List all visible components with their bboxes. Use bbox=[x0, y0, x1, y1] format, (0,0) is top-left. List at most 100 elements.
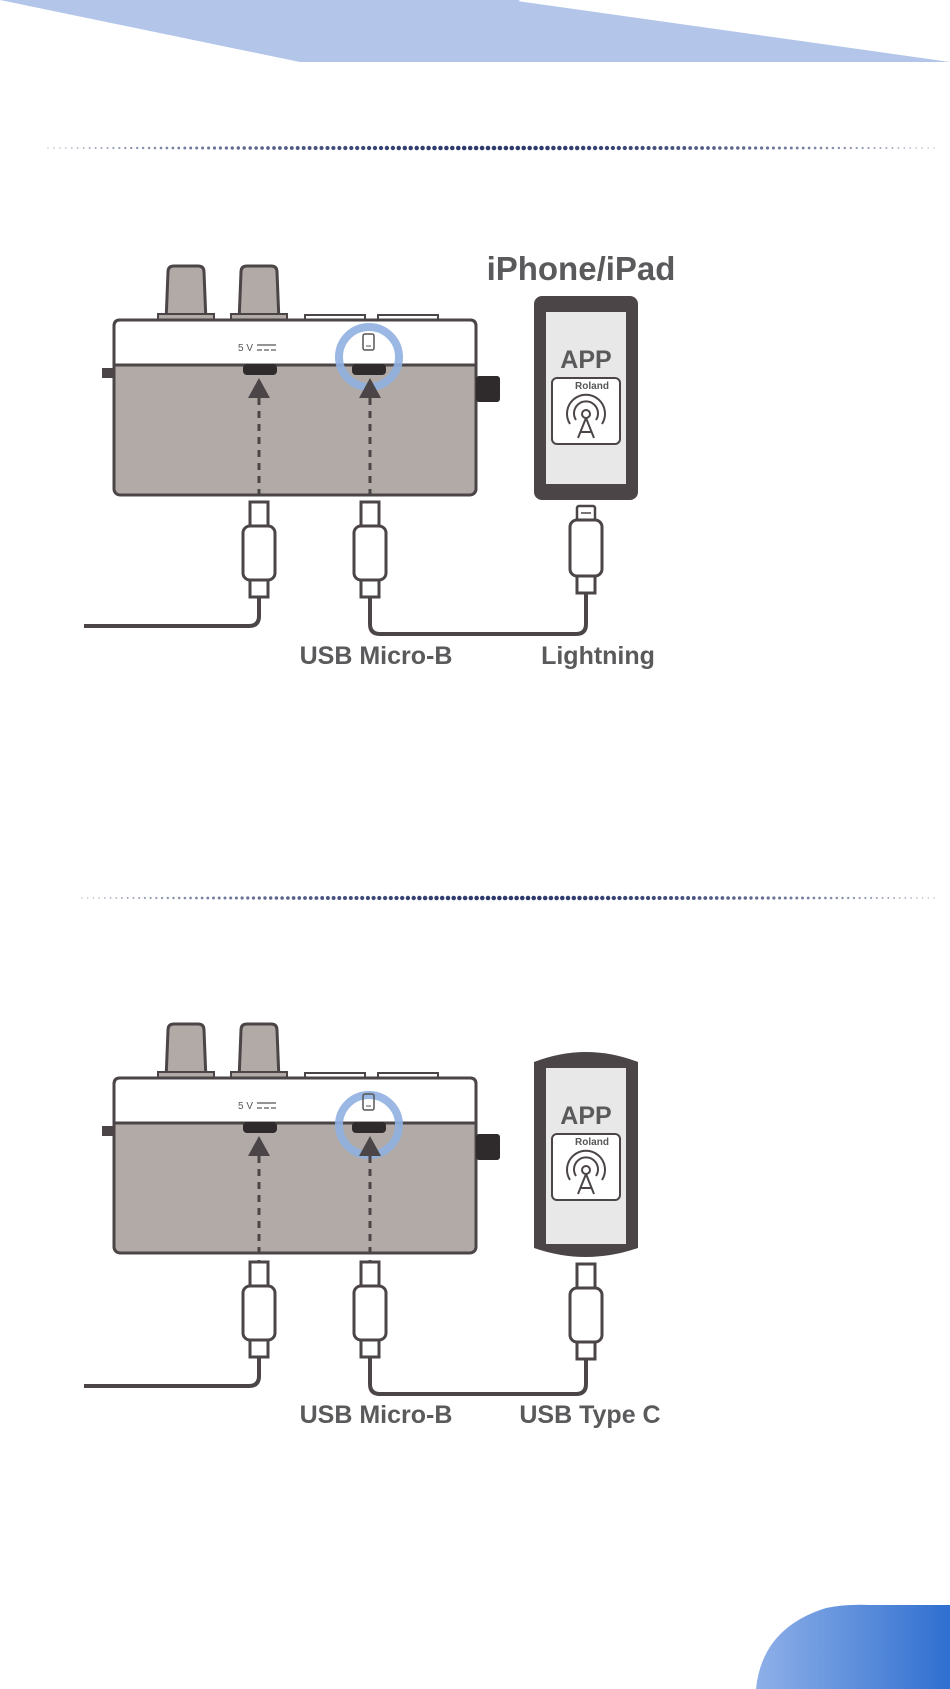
divider-dot bbox=[438, 146, 443, 151]
divider-dot bbox=[343, 896, 347, 900]
divider-dot bbox=[767, 896, 770, 899]
divider-dot bbox=[177, 147, 180, 150]
divider-dot bbox=[880, 147, 882, 149]
divider-dot bbox=[647, 146, 651, 150]
divider-dot bbox=[252, 896, 255, 899]
divider-dot bbox=[248, 146, 252, 150]
divider-dot bbox=[53, 147, 54, 148]
divider-dot bbox=[909, 147, 911, 149]
divider-dot bbox=[933, 897, 934, 898]
divider-dot bbox=[581, 146, 585, 150]
divider-dot bbox=[142, 147, 144, 149]
divider-dot bbox=[166, 147, 169, 150]
divider-dot bbox=[510, 146, 515, 151]
divider-dot bbox=[269, 896, 272, 899]
divider-dot bbox=[813, 897, 816, 900]
divider-dot bbox=[292, 896, 296, 900]
divider-dot bbox=[89, 147, 91, 149]
divider-dot bbox=[296, 146, 300, 150]
divider-dot bbox=[841, 897, 843, 899]
divider-dot bbox=[905, 897, 907, 899]
side-button-left bbox=[102, 1126, 114, 1136]
divider-dot bbox=[635, 896, 639, 900]
divider-dot bbox=[862, 147, 864, 149]
divider-dot bbox=[921, 147, 923, 149]
divider-dot bbox=[560, 896, 565, 901]
divider-dot bbox=[406, 896, 410, 900]
divider-dot bbox=[258, 896, 261, 899]
lightning-connector bbox=[570, 506, 602, 593]
divider-dot bbox=[65, 147, 67, 149]
divider-dot bbox=[314, 146, 318, 150]
divider-dot bbox=[847, 897, 849, 899]
divider-dot bbox=[349, 896, 353, 900]
divider-dot bbox=[641, 146, 645, 150]
divider-dot bbox=[207, 146, 210, 149]
divider-dot bbox=[155, 897, 157, 899]
divider-dot bbox=[231, 146, 234, 149]
side-knob-right bbox=[476, 1134, 500, 1160]
divider-dot bbox=[414, 146, 418, 150]
divider-dot bbox=[807, 897, 810, 900]
divider-dot bbox=[606, 896, 610, 900]
divider-dot bbox=[309, 896, 313, 900]
divider-dot bbox=[195, 897, 198, 900]
divider-dot bbox=[266, 146, 270, 150]
divider-dot bbox=[790, 147, 793, 150]
divider-dot bbox=[237, 146, 240, 149]
divider-dot bbox=[611, 146, 615, 150]
divider-dot bbox=[468, 146, 473, 151]
divider-dot bbox=[106, 147, 108, 149]
divider-dot bbox=[526, 896, 531, 901]
divider-dot bbox=[343, 146, 347, 150]
divider-dot bbox=[688, 146, 692, 150]
divider-dot bbox=[480, 896, 485, 901]
divider-dot bbox=[599, 146, 603, 150]
connection-diagram-iphone: 5 V APP Roland bbox=[84, 250, 675, 670]
usb-type-c-plug bbox=[570, 1264, 602, 1359]
divider-dot bbox=[744, 896, 747, 899]
divider-dot bbox=[531, 896, 536, 901]
divider-dot bbox=[183, 147, 186, 150]
divider-dot bbox=[286, 896, 290, 900]
divider-dot bbox=[844, 147, 846, 149]
divider-dot bbox=[675, 896, 679, 900]
divider-dot bbox=[915, 147, 917, 149]
divider-dot bbox=[916, 897, 918, 899]
divider-dot bbox=[497, 896, 502, 901]
divider-dot bbox=[469, 896, 474, 901]
divider-dot bbox=[355, 146, 359, 150]
app-brand: Roland bbox=[575, 1137, 609, 1148]
divider-dot bbox=[297, 896, 301, 900]
divider-dot bbox=[802, 147, 805, 150]
power-cable-plug bbox=[243, 1262, 275, 1357]
divider-dot bbox=[456, 146, 461, 151]
divider-dot bbox=[303, 896, 307, 900]
divider-dot bbox=[761, 896, 764, 899]
connection-diagram-usb-c: 5 V APP Roland bbox=[84, 1024, 661, 1429]
divider-dot bbox=[337, 146, 341, 150]
divider-dot bbox=[101, 147, 103, 149]
divider-dot bbox=[246, 896, 249, 899]
divider-dot bbox=[127, 897, 129, 899]
divider-dot bbox=[760, 146, 763, 149]
power-cable-plug bbox=[243, 502, 275, 597]
connection-cable bbox=[370, 1357, 586, 1394]
divider-dot bbox=[885, 147, 887, 149]
app-label: APP bbox=[560, 1102, 611, 1130]
divider-dot bbox=[326, 896, 330, 900]
divider-dot bbox=[457, 896, 462, 901]
divider-dot bbox=[623, 896, 627, 900]
divider-dot bbox=[462, 146, 467, 151]
divider-dot bbox=[138, 897, 140, 899]
divider-dot bbox=[698, 896, 702, 900]
device-port bbox=[352, 364, 386, 375]
divider-dot bbox=[784, 896, 787, 899]
divider-dot bbox=[241, 896, 244, 899]
divider-dot bbox=[412, 896, 416, 900]
divider-dot bbox=[160, 147, 163, 150]
divider-dot bbox=[617, 146, 621, 150]
divider-dot bbox=[830, 897, 833, 900]
divider-dot bbox=[354, 896, 358, 900]
usb-c-device: APP Roland bbox=[534, 1052, 638, 1257]
